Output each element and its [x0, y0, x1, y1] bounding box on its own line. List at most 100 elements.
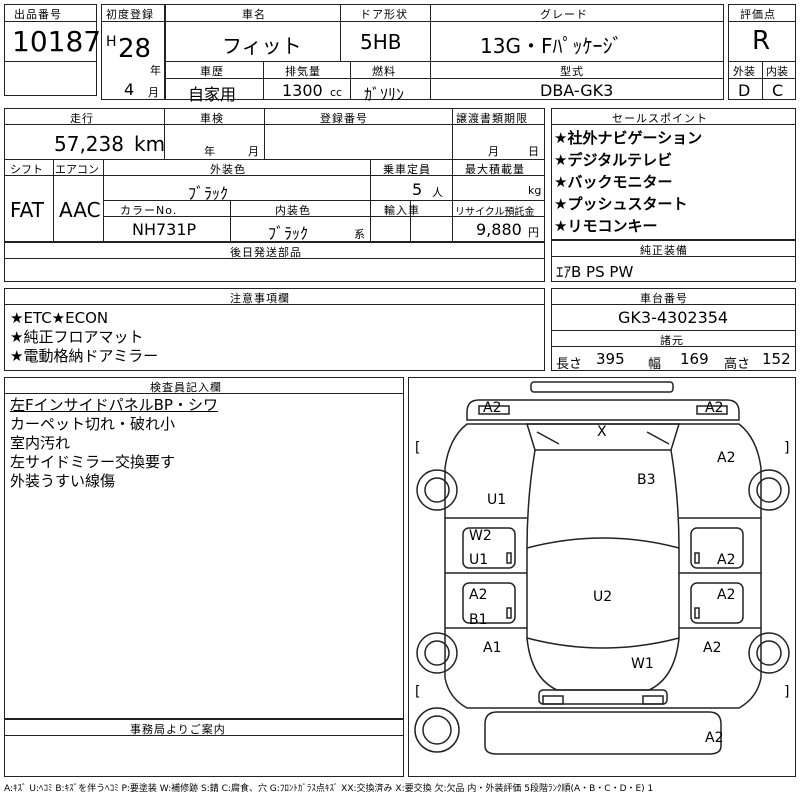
inspector-item: 左サイドミラー交換要す [10, 453, 176, 471]
mileage-unit: km [134, 132, 166, 156]
model-code: DBA-GK3 [540, 81, 614, 100]
later-parts-label: 後日発送部品 [230, 246, 302, 259]
capacity: 5 [412, 180, 423, 199]
recycle-label: リサイクル預託金 [455, 207, 535, 218]
inspector-item: 左FインサイドパネルBP・シワ [10, 396, 218, 414]
int-color: ﾌﾞﾗｯｸ [268, 224, 309, 243]
note-item: ★ETC★ECON [10, 309, 109, 327]
inspection-label: 車検 [200, 112, 224, 125]
mark-hood: B3 [637, 472, 656, 488]
chassis-label: 車台番号 [640, 292, 688, 305]
lot-box [4, 4, 97, 96]
inspector-item: 外装うすい線傷 [10, 472, 116, 490]
mark-left-rear-door-a: A2 [469, 587, 488, 603]
inspector-item: カーペット切れ・破れ小 [10, 415, 176, 433]
mark-front-left: A2 [483, 400, 502, 416]
width-label: 幅 [648, 357, 662, 372]
sales-point-item: ★バックモニター [554, 173, 673, 191]
inspection-month-unit: 月 [248, 145, 259, 158]
height: 152 [762, 350, 791, 368]
sales-points-label: セールスポイント [612, 112, 708, 125]
recycle-amount: 9,880 [476, 220, 522, 239]
history-label: 車歴 [200, 65, 224, 78]
score-label: 評価点 [740, 8, 776, 21]
standard-equipment: ｴｱB PS PW [556, 263, 634, 281]
color-no: NH731P [132, 220, 197, 239]
car-outline [414, 381, 790, 755]
model-label: 型式 [560, 65, 584, 78]
sales-point-item: ★リモコンキー [554, 217, 658, 235]
import-label: 輸入車 [384, 204, 420, 217]
main-header-box [165, 4, 724, 100]
length: 395 [596, 350, 625, 368]
car-diagram-box: A2 A2 X [ ] A2 B3 U1 W2 U1 A2 A2 B1 U2 A… [408, 377, 796, 777]
capacity-unit: 人 [432, 186, 443, 199]
displacement-unit: cc [330, 86, 343, 99]
later-parts-box [4, 242, 545, 282]
lot-number: 10187 [12, 25, 102, 58]
bracket-left: [ [415, 440, 421, 456]
mark-left-front-door-u: U1 [469, 552, 489, 568]
reg-year: 28 [118, 34, 152, 64]
month-unit: 月 [148, 86, 159, 99]
mileage: 57,238 [54, 132, 124, 156]
exterior-grade: D [738, 81, 751, 100]
sales-point-item: ★プッシュスタート [554, 195, 688, 213]
inspector-box [4, 377, 404, 719]
displacement: 1300 [282, 81, 323, 100]
transfer-label: 譲渡書類期限 [456, 112, 528, 125]
shift-label: シフト [10, 163, 43, 176]
int-color-label: 内装色 [275, 204, 311, 217]
first-reg-label: 初度登録 [106, 8, 154, 21]
fuel: ｶﾞｿﾘﾝ [364, 85, 405, 104]
door-type: 5HB [360, 30, 402, 54]
fuel-label: 燃料 [372, 65, 396, 78]
sales-point-item: ★社外ナビゲーション [554, 129, 703, 147]
bracket-right: ] [784, 440, 790, 456]
transfer-day-unit: 日 [528, 145, 539, 158]
inspector-list: 左FインサイドパネルBP・シワ カーペット切れ・破れ小 室内汚れ 左サイドミラー… [10, 396, 218, 491]
office-label: 事務局よりご案内 [130, 723, 226, 736]
grade-label: グレード [540, 8, 588, 21]
max-load-label: 最大積載量 [465, 163, 525, 176]
reg-no-label: 登録番号 [320, 112, 368, 125]
transfer-month-unit: 月 [488, 145, 499, 158]
mark-right-front-door: A2 [717, 552, 736, 568]
year-unit: 年 [150, 64, 161, 77]
exterior-grade-label: 外装 [733, 65, 755, 78]
office-box [4, 719, 404, 777]
car-name-label: 車名 [242, 8, 266, 21]
ext-color-label: 外装色 [210, 163, 246, 176]
recycle-unit: 円 [528, 226, 539, 239]
chassis-number: GK3-4302354 [618, 308, 729, 327]
sales-point-item: ★デジタルテレビ [554, 151, 673, 169]
ext-color: ﾌﾞﾗｯｸ [188, 184, 229, 203]
mark-front-right: A2 [705, 400, 724, 416]
width: 169 [680, 350, 709, 368]
int-color-unit: 系 [354, 228, 365, 241]
mark-right-rear-door: A2 [717, 587, 736, 603]
mileage-label: 走行 [70, 112, 94, 125]
bracket-right-2: ] [784, 684, 790, 700]
inspector-item: 室内汚れ [10, 434, 71, 452]
legend: A:ｷｽﾞ U:ﾍｺﾐ B:ｷｽﾞを伴うﾍｺﾐ P:要塗装 W:補修跡 S:錆 … [4, 784, 654, 794]
shift: FAT [10, 198, 45, 222]
car-name: フィット [222, 34, 302, 58]
mark-trunk: W1 [631, 656, 654, 672]
mark-right-rear-fender: A2 [703, 640, 722, 656]
history: 自家用 [188, 85, 237, 104]
lot-label: 出品番号 [14, 8, 62, 21]
mark-left-front-door-w: W2 [469, 528, 492, 544]
note-item: ★電動格納ドアミラー [10, 347, 159, 365]
reg-month: 4 [124, 80, 135, 99]
score: R [752, 26, 771, 56]
inspection-year-unit: 年 [204, 145, 215, 158]
door-label: ドア形状 [360, 8, 408, 21]
max-load-unit: kg [528, 184, 542, 197]
era: H [106, 34, 117, 50]
interior-grade-label: 内装 [766, 65, 788, 78]
ac: AAC [59, 198, 101, 222]
displacement-label: 排気量 [285, 65, 321, 78]
notes-label: 注意事項欄 [230, 292, 290, 305]
interior-grade: C [772, 81, 784, 100]
